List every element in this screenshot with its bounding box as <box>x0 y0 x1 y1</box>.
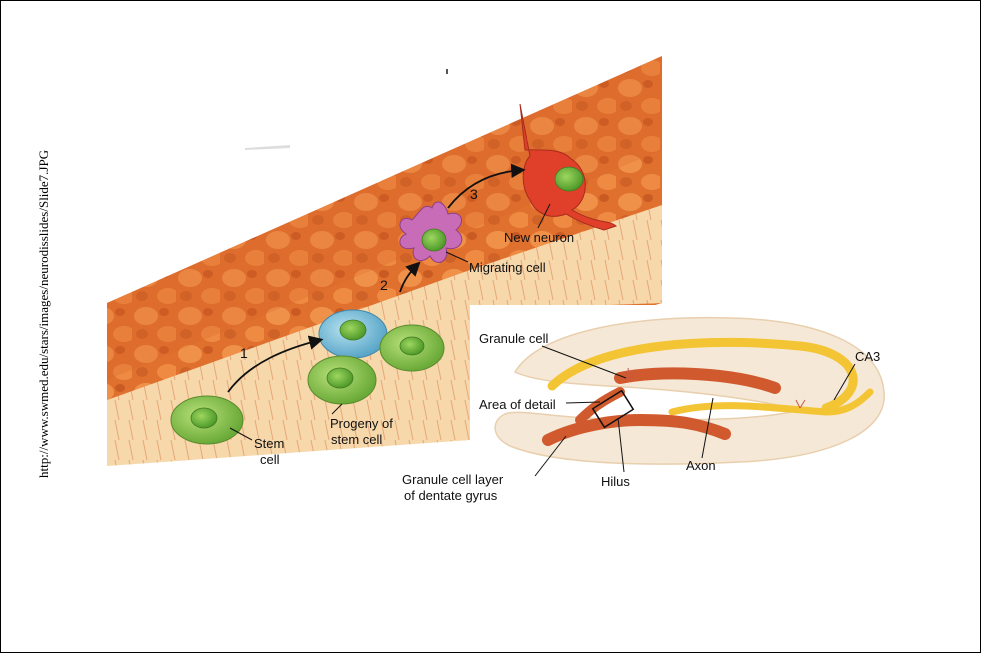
stray-mark <box>446 69 448 74</box>
stem-cell-label-line2: cell <box>260 452 280 467</box>
step-3-label: 3 <box>470 186 478 202</box>
migrating-cell-label: Migrating cell <box>469 260 546 275</box>
ca3-label: CA3 <box>855 349 880 364</box>
stem-cell <box>171 396 243 444</box>
area-of-detail-label: Area of detail <box>479 397 556 412</box>
new-neuron-label: New neuron <box>504 230 574 245</box>
step-1-label: 1 <box>240 345 248 361</box>
granule-layer-label-line2: of dentate gyrus <box>404 488 498 503</box>
progeny-cell <box>308 356 376 404</box>
stem-cell-label-line1: Stem <box>254 436 284 451</box>
progeny-label-line2: stem cell <box>331 432 382 447</box>
progeny-cell <box>380 325 444 371</box>
granule-cell-label: Granule cell <box>479 331 548 346</box>
progeny-label-line1: Progeny of <box>330 416 393 431</box>
hilus-label: Hilus <box>601 474 630 489</box>
axon-label: Axon <box>686 458 716 473</box>
granule-layer-label-line1: Granule cell layer <box>402 472 504 487</box>
step-2-label: 2 <box>380 277 388 293</box>
progenitor-cell <box>319 310 387 358</box>
